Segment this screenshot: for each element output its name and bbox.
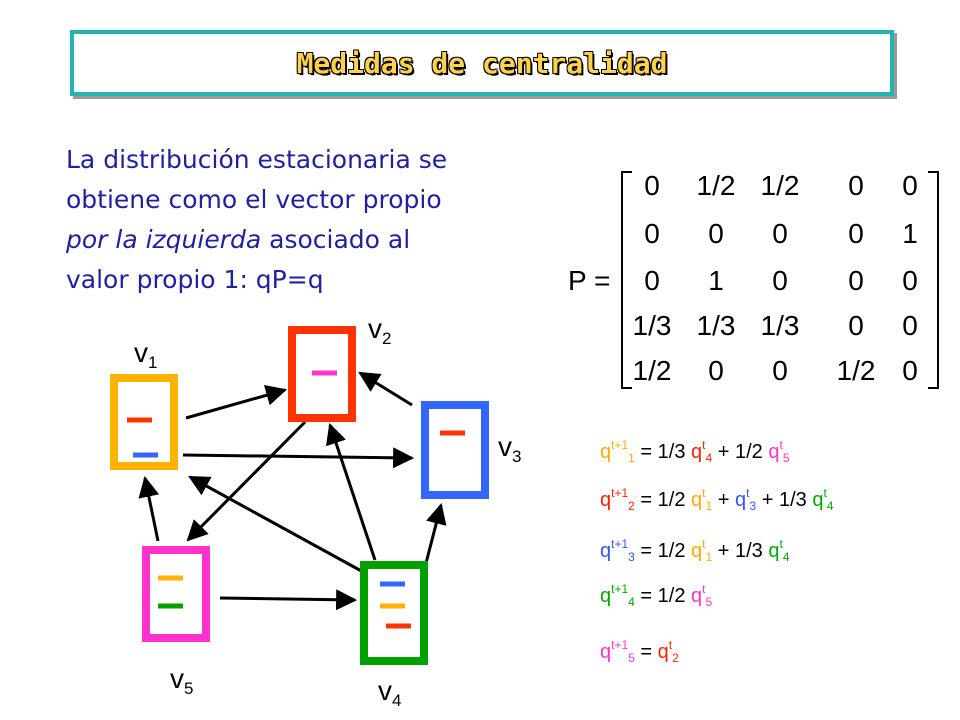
matrix-cell: 0 [644, 170, 660, 201]
matrix-cell: 0 [848, 218, 864, 249]
edge-v4-v2 [326, 423, 377, 561]
edge-v1-v2 [185, 385, 288, 420]
matrix-cell: 0 [772, 265, 788, 296]
label-v1: v1 [134, 337, 157, 372]
matrix-cell: 0 [902, 355, 918, 386]
equation-1: qt+11 = 1/3 qt4 + 1/2 qt5 [600, 438, 790, 465]
matrix-cells: 0 1/2 1/2 0 0 0 0 0 0 1 0 1 0 0 0 1/3 1/3 1/3 0 0 1/2 0 0 1/2 0 [633, 170, 918, 386]
edge-v2-v5 [186, 420, 307, 542]
matrix-left-bracket [621, 171, 632, 389]
edge-v1-v3 [182, 447, 415, 469]
matrix-cell: 1 [902, 218, 918, 249]
title-box: Medidas de centralidad [70, 30, 894, 96]
matrix-cell: 0 [902, 310, 918, 341]
matrix-cell: 1/3 [633, 310, 672, 341]
matrix-cell: 1/2 [697, 170, 736, 201]
equation-4: qt+14 = 1/2 qt5 [600, 582, 713, 609]
node-v5 [142, 546, 210, 642]
edge-v4-v1 [188, 475, 366, 575]
matrix-cell: 1/3 [697, 310, 736, 341]
matrix-cell: 0 [902, 170, 918, 201]
matrix-cell: 0 [902, 265, 918, 296]
node-v3 [421, 401, 489, 499]
edge-v5-v1 [138, 475, 160, 542]
label-v2: v2 [368, 313, 391, 348]
node-v1 [110, 374, 178, 470]
matrix-cell: 0 [772, 355, 788, 386]
matrix-cell: 0 [848, 265, 864, 296]
edge-v4-v3 [423, 502, 447, 568]
matrix-right-bracket [928, 171, 939, 389]
matrix-cell: 0 [772, 218, 788, 249]
matrix-cell: 0 [644, 218, 660, 249]
matrix-cell: 1/2 [761, 170, 800, 201]
matrix-cell: 0 [708, 218, 724, 249]
matrix-cell: 0 [848, 170, 864, 201]
matrix-cell: 1/2 [633, 355, 672, 386]
intro-paragraph: La distribución estacionaria se obtiene … [66, 140, 546, 300]
intro-line-4: valor propio 1: qP=q [66, 265, 324, 294]
label-v4: v4 [378, 675, 401, 710]
intro-line-2: obtiene como el vector propio [66, 185, 442, 214]
edge-v3-v2 [358, 371, 413, 407]
graph-edges [138, 371, 447, 611]
matrix-cell: 0 [848, 310, 864, 341]
matrix-cell: 1 [708, 265, 724, 296]
matrix-label: P = [568, 265, 610, 296]
node-v2 [288, 326, 356, 422]
equation-3: qt+13 = 1/2 qt1 + 1/3 qt4 [600, 537, 790, 564]
intro-line-3-rest: asociado al [261, 225, 411, 254]
label-v3: v3 [498, 431, 521, 466]
matrix-cell: 1/3 [761, 310, 800, 341]
intro-line-1: La distribución estacionaria se [66, 145, 448, 174]
matrix-cell: 0 [708, 355, 724, 386]
equation-2: qt+12 = 1/2 qt1 + qt3 + 1/3 qt4 [600, 486, 834, 513]
intro-line-3: por la izquierda asociado al [66, 220, 546, 260]
page-title: Medidas de centralidad [296, 46, 668, 80]
edge-v5-v4 [219, 589, 358, 611]
equation-5: qt+15 = qt2 [600, 638, 679, 665]
matrix-cell: 0 [644, 265, 660, 296]
label-v5: v5 [170, 663, 193, 698]
node-v4 [360, 561, 428, 665]
intro-italic: por la izquierda [66, 225, 262, 254]
matrix-cell: 1/2 [837, 355, 876, 386]
